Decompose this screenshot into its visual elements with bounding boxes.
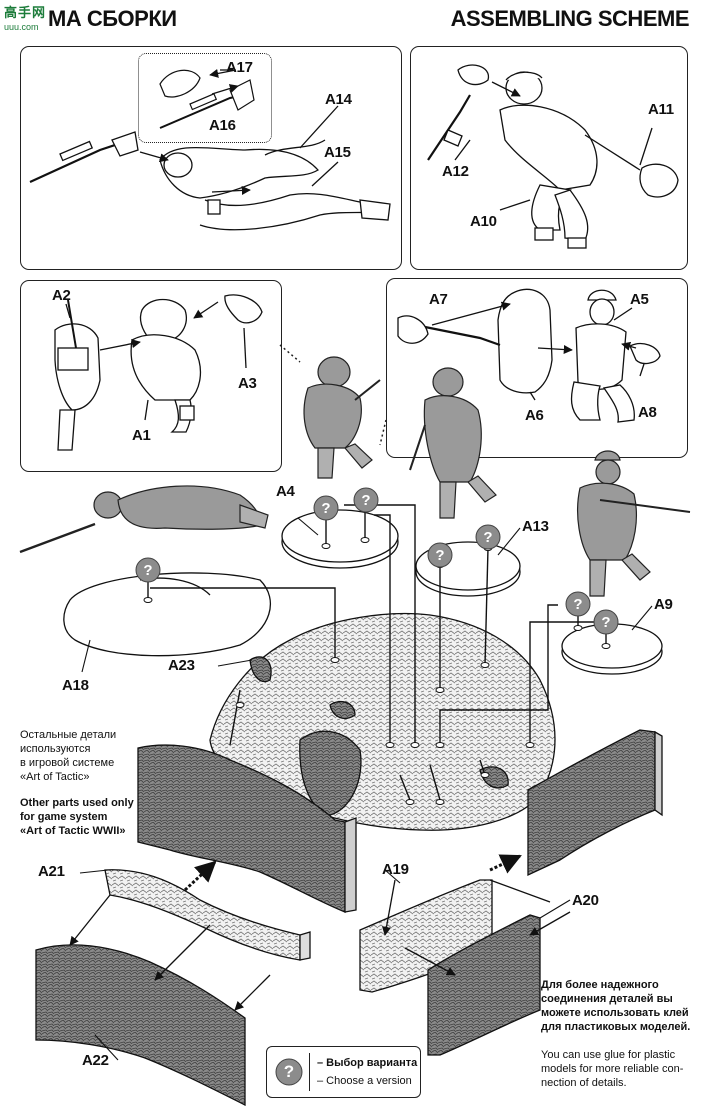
note-glue-ru: Для более надежного соединения деталей в…	[541, 979, 691, 1033]
label-a21: A21	[38, 863, 65, 880]
question-mark-6: ?	[573, 596, 583, 613]
legend-label-en: – Choose a version	[317, 1075, 412, 1087]
terrain-base-a23	[209, 612, 556, 831]
question-badge-7	[593, 609, 619, 635]
question-badge-2	[353, 487, 379, 513]
wall-piece-a20	[427, 914, 541, 1056]
soldier-back-a2	[54, 299, 101, 451]
rifle-a7	[397, 315, 501, 347]
label-a4: A4	[276, 483, 295, 500]
question-mark-1: ?	[321, 500, 331, 517]
arm-a3	[224, 294, 263, 324]
label-a8: A8	[638, 404, 657, 421]
hand-a8	[629, 342, 661, 365]
note-glue-en: You can use glue for plastic models for …	[541, 1049, 684, 1089]
question-mark-5: ?	[483, 529, 493, 546]
label-a16: A16	[209, 117, 236, 134]
title-russian: МА СБОРКИ	[48, 6, 177, 31]
question-badge-6	[565, 591, 591, 617]
label-a3: A3	[238, 375, 257, 392]
question-badge-5	[475, 524, 501, 550]
rifle-subassembly-box	[138, 53, 272, 143]
watermark-url: uuu.com	[4, 22, 39, 32]
label-a19: A19	[382, 861, 409, 878]
label-a9: A9	[654, 596, 673, 613]
base-a9	[561, 623, 663, 675]
rock-wall-left	[137, 744, 357, 913]
rifle-a12	[427, 64, 489, 161]
title-english: ASSEMBLING SCHEME	[450, 6, 690, 31]
label-a23: A23	[168, 657, 195, 674]
helmet-soldier-a5	[570, 289, 635, 423]
label-a12: A12	[442, 163, 469, 180]
label-a22: A22	[82, 1052, 109, 1069]
wall-piece-a22	[35, 944, 246, 1107]
question-mark-4: ?	[435, 547, 445, 564]
question-badge-4	[427, 542, 453, 568]
rock-wall-right	[527, 729, 663, 877]
label-a15: A15	[324, 144, 351, 161]
legend-label-ru: – Выбор варианта	[317, 1057, 418, 1069]
question-mark-3: ?	[143, 562, 153, 579]
sack-a11	[639, 163, 679, 198]
sniper-rifle-a14	[29, 131, 139, 184]
label-a18: A18	[62, 677, 89, 694]
label-a17: A17	[226, 59, 253, 76]
question-mark-7: ?	[601, 614, 611, 631]
question-mark-2: ?	[361, 492, 371, 509]
label-a2: A2	[52, 287, 71, 304]
legend-question-mark: ?	[283, 1062, 295, 1081]
note-other-parts-en: Other parts used only for game system «A…	[20, 797, 134, 837]
note-other-parts-ru: Остальные детали используются в игровой …	[20, 729, 117, 783]
legend-question-icon: ?	[275, 1058, 303, 1091]
label-a13: A13	[522, 518, 549, 535]
base-a18	[63, 572, 271, 657]
dashed-insert-arrows	[183, 854, 522, 892]
soldier-a9-assembled	[577, 450, 691, 597]
soldier-a4-assembled	[303, 356, 381, 479]
version-legend: ? – Выбор варианта – Choose a version	[266, 1046, 421, 1098]
legend-separator	[309, 1053, 310, 1091]
label-a5: A5	[630, 291, 649, 308]
label-a14: A14	[325, 91, 352, 108]
question-badge-1	[313, 495, 339, 521]
label-a1: A1	[132, 427, 151, 444]
soldier-a13-assembled	[409, 367, 497, 519]
label-a7: A7	[429, 291, 448, 308]
prone-sniper-a18-assembled	[19, 485, 269, 554]
label-a20: A20	[572, 892, 599, 909]
wall-piece-a21	[104, 869, 311, 961]
label-a10: A10	[470, 213, 497, 230]
label-a11: A11	[648, 101, 674, 118]
question-badge-3	[135, 557, 161, 583]
kneeling-soldier-a6	[497, 288, 553, 394]
prone-sniper-figure	[159, 139, 391, 231]
watermark-logo: 高手网	[4, 5, 47, 20]
jumping-soldier-a1	[130, 298, 202, 433]
label-a6: A6	[525, 407, 544, 424]
